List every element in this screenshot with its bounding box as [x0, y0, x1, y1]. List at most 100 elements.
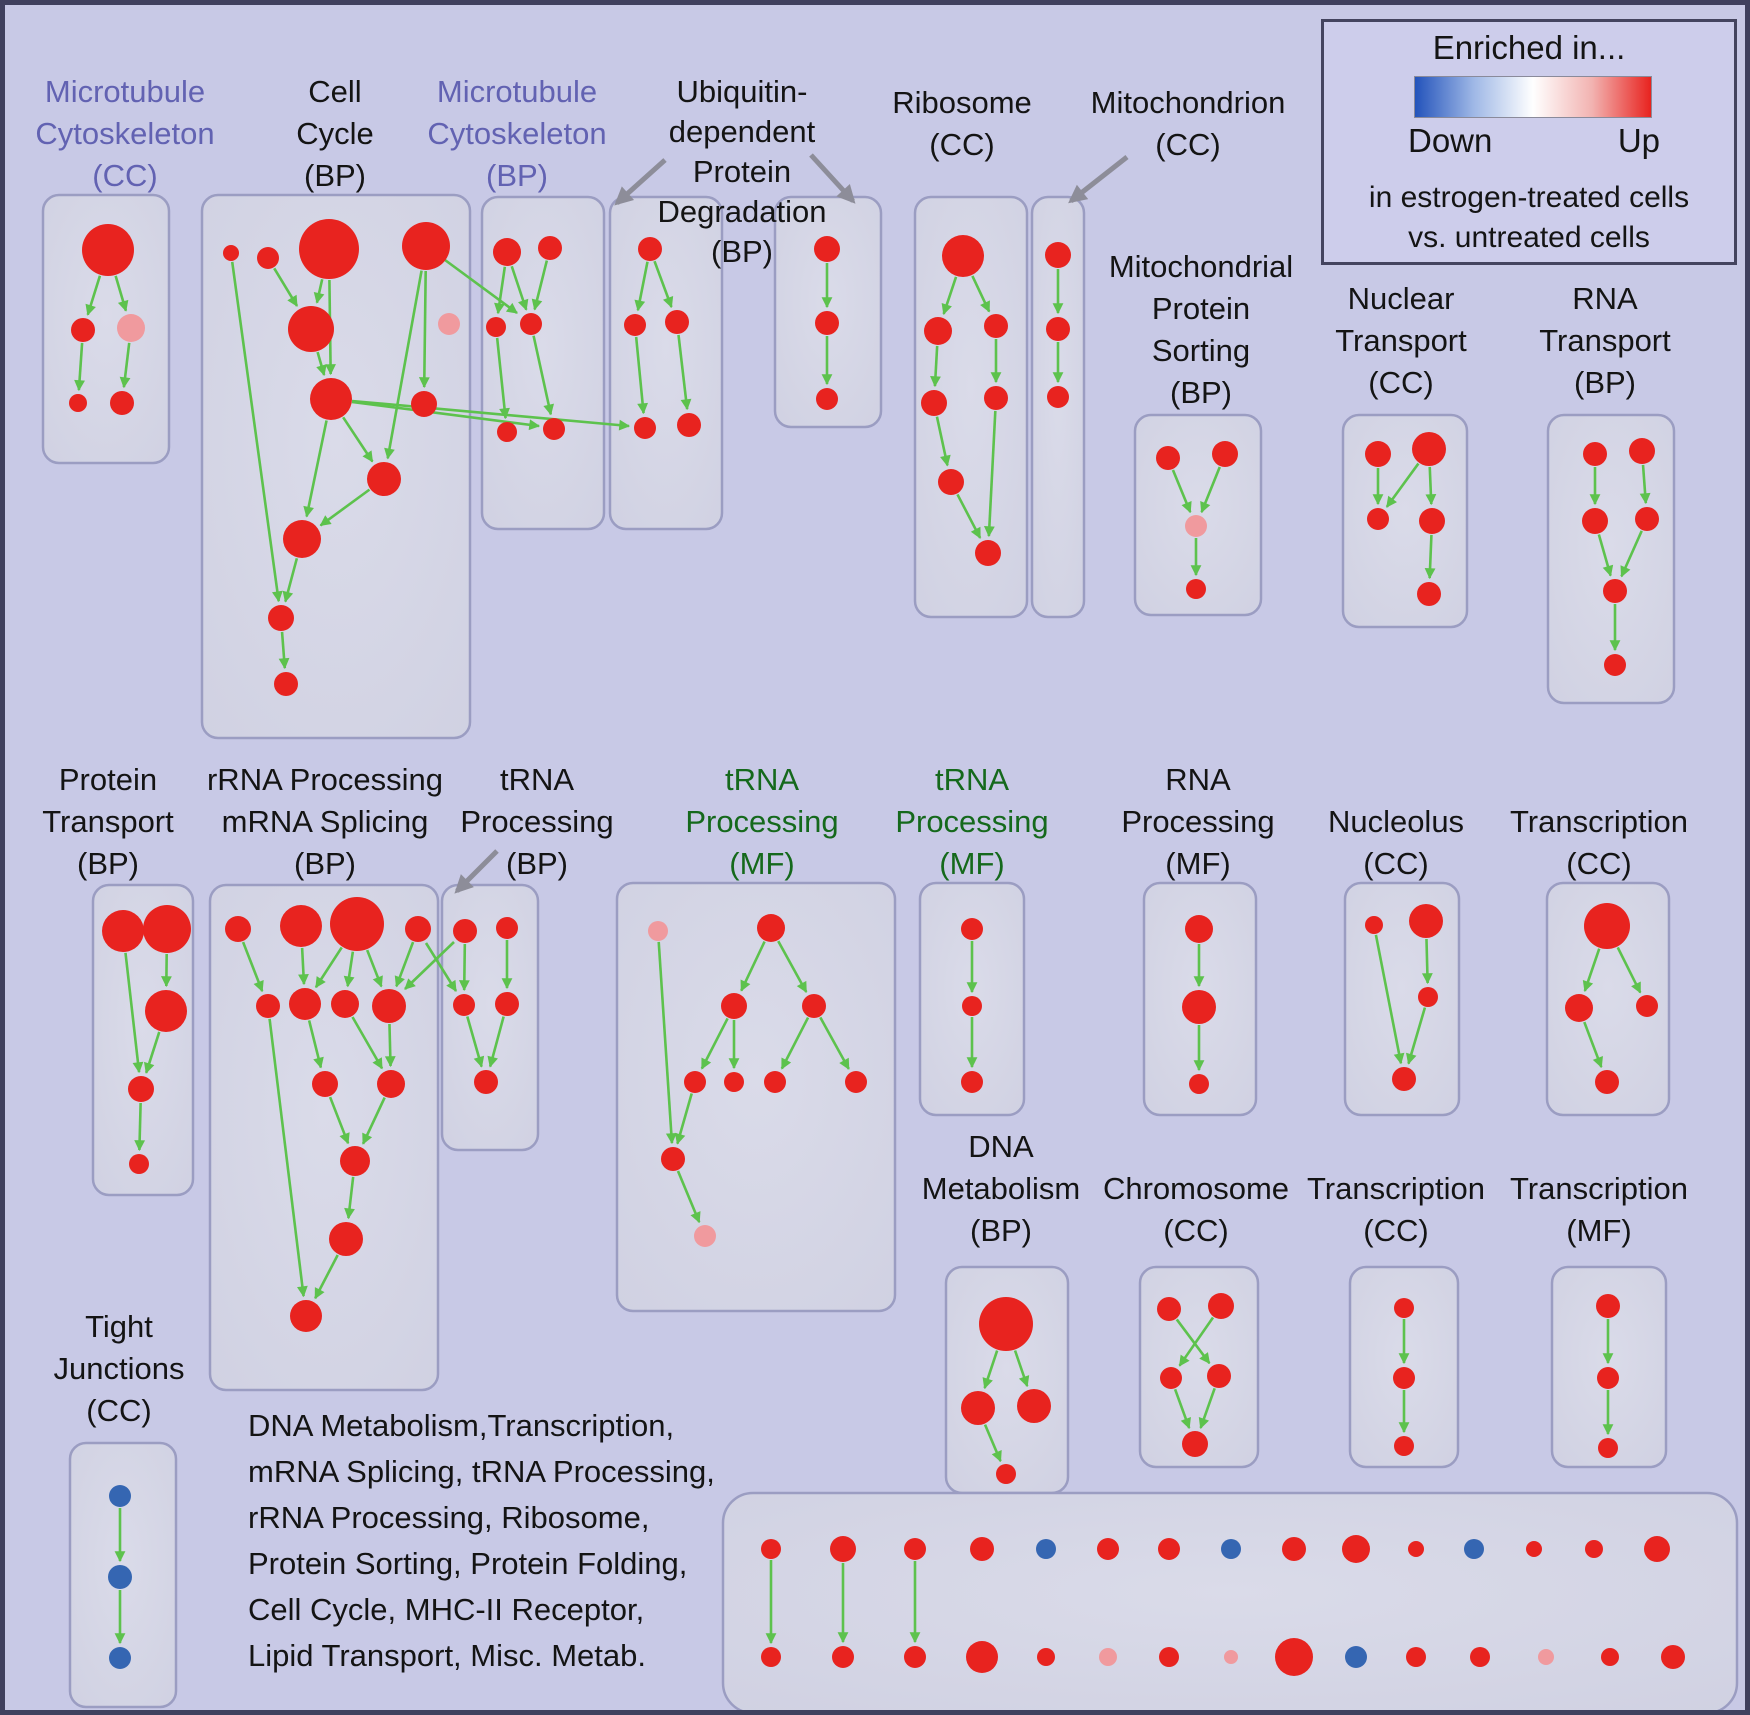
go-term-node	[1185, 515, 1207, 537]
cross-cluster-edge-arrow	[444, 258, 518, 315]
go-term-node	[1207, 1364, 1231, 1388]
go-term-node	[289, 988, 321, 1020]
edge-arrow	[777, 940, 808, 993]
go-term-node	[495, 992, 519, 1016]
edge-arrow	[674, 1093, 693, 1145]
go-term-node	[1212, 441, 1238, 467]
go-term-node	[1365, 441, 1391, 467]
edge-arrow	[307, 1020, 324, 1069]
cluster-box-ribosome-cc	[913, 195, 1029, 619]
go-term-node	[367, 462, 401, 496]
cluster-label-mitochondrion-cc: Mitochondrion(CC)	[1091, 85, 1286, 162]
go-term-node	[377, 1070, 405, 1098]
edge-arrow	[495, 337, 510, 420]
go-term-node	[1275, 1638, 1313, 1676]
cluster-box-nuclear-transport-cc	[1341, 413, 1469, 629]
misc-note-line: DNA Metabolism,Transcription,	[248, 1408, 675, 1443]
go-term-node	[280, 905, 322, 947]
go-term-node	[684, 1071, 706, 1093]
edge-arrow	[1175, 1318, 1211, 1365]
go-term-node	[109, 1647, 131, 1669]
edge-arrow	[313, 278, 325, 304]
edge-arrow	[1597, 534, 1614, 577]
edge-arrow	[935, 416, 951, 467]
go-term-node	[1408, 1541, 1424, 1557]
cluster-box-rrna-processing-mrna-splicing-bp	[208, 883, 440, 1392]
legend-context-line2: vs. untreated cells	[1408, 221, 1650, 254]
go-term-node	[268, 605, 294, 631]
legend-scale-labels: Down Up	[1408, 122, 1660, 160]
go-term-node	[1412, 432, 1446, 466]
go-term-node	[538, 236, 562, 260]
edge-arrow	[230, 261, 283, 603]
misc-categories-note: DNA Metabolism,Transcription, mRNA Splic…	[248, 1403, 715, 1679]
edge-arrow	[384, 1023, 396, 1068]
go-term-node	[1598, 1438, 1618, 1458]
go-term-node	[904, 1646, 926, 1668]
go-term-node	[411, 391, 437, 417]
go-term-node	[904, 1538, 926, 1560]
go-term-node	[1601, 1648, 1619, 1666]
go-term-node	[638, 237, 662, 261]
go-term-node	[1345, 1646, 1367, 1668]
go-term-node	[331, 990, 359, 1018]
edge-arrow	[144, 1031, 161, 1074]
edge-arrow	[134, 1102, 146, 1152]
go-term-node	[1394, 1436, 1414, 1456]
legend-context: in estrogen-treated cells vs. untreated …	[1324, 178, 1734, 258]
edge-arrow	[930, 345, 941, 388]
go-term-node	[1418, 987, 1438, 1007]
edge-arrow	[351, 1016, 384, 1070]
edge-arrow	[119, 342, 131, 389]
go-term-node	[1365, 916, 1383, 934]
edge-arrow	[343, 951, 355, 988]
legend-title: Enriched in...	[1432, 29, 1626, 66]
go-term-node	[82, 224, 134, 276]
go-term-node	[816, 388, 838, 410]
go-term-node	[1419, 508, 1445, 534]
misc-note-line: Lipid Transport, Misc. Metab.	[248, 1638, 646, 1673]
go-term-node	[1644, 1536, 1670, 1562]
go-term-node	[961, 918, 983, 940]
edge-arrow	[677, 334, 692, 411]
go-term-node	[665, 310, 689, 334]
cluster-label-transcription-cc-2: Transcription(CC)	[1307, 1171, 1485, 1248]
cluster-box-cell-cycle-bp	[200, 193, 472, 740]
go-term-node	[520, 313, 542, 335]
edge-arrow	[458, 943, 470, 992]
go-term-node	[1046, 317, 1070, 341]
edge-arrow	[494, 266, 507, 315]
go-term-node	[694, 1225, 716, 1247]
go-term-node	[109, 1485, 131, 1507]
go-term-node	[984, 386, 1008, 410]
misc-note-line: Cell Cycle, MHC-II Receptor,	[248, 1592, 645, 1627]
go-term-node	[1464, 1539, 1484, 1559]
go-term-node	[145, 990, 187, 1032]
edge-arrow	[303, 420, 328, 518]
edge-arrow	[342, 416, 374, 463]
go-term-node	[1585, 1540, 1603, 1558]
cluster-box-transcription-cc	[1545, 881, 1671, 1117]
edge-arrow	[298, 947, 309, 986]
edge-arrow	[1013, 1350, 1030, 1388]
cluster-label-transcription-cc: Transcription(CC)	[1510, 804, 1688, 881]
go-term-node	[1393, 1367, 1415, 1389]
go-term-node	[677, 413, 701, 437]
go-term-node	[329, 1222, 363, 1256]
go-term-node	[830, 1536, 856, 1562]
edge-arrow	[1639, 464, 1651, 505]
go-term-node	[257, 247, 279, 269]
go-term-node	[724, 1072, 744, 1092]
cross-cluster-edge-arrow	[404, 941, 455, 990]
go-term-node	[486, 317, 506, 337]
go-term-node	[1417, 582, 1441, 606]
go-term-node	[721, 993, 747, 1019]
go-term-node	[1538, 1649, 1554, 1665]
go-term-node	[1189, 1074, 1209, 1094]
go-term-node	[1185, 915, 1213, 943]
